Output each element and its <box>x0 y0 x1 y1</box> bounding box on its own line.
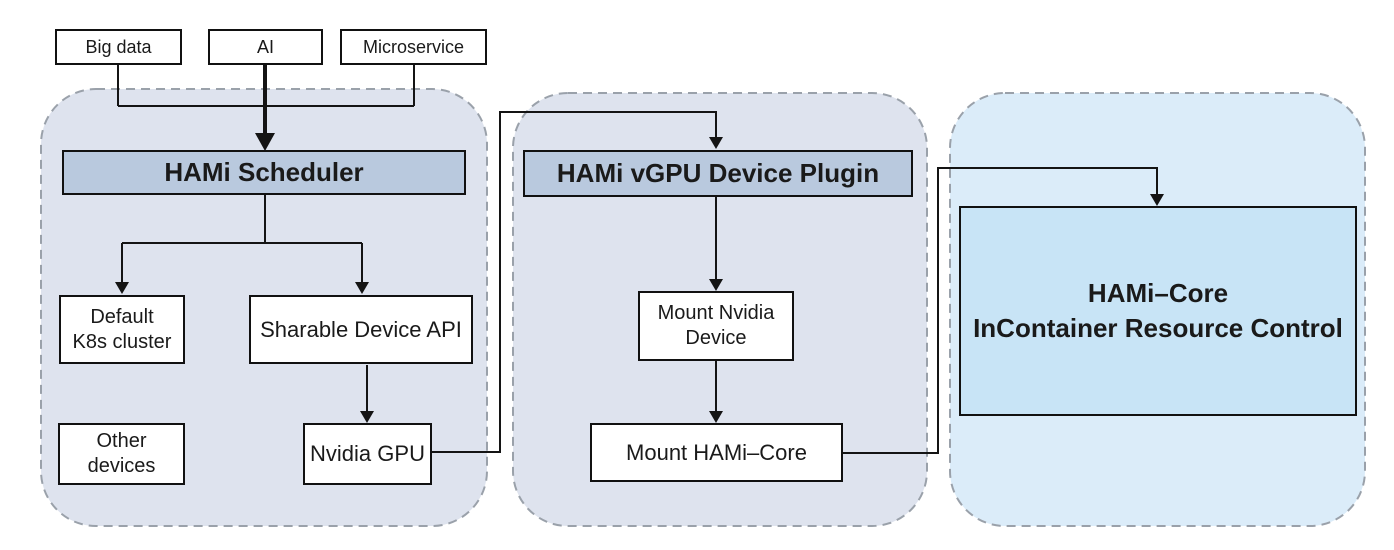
node-mount-nvidia-device: Mount Nvidia Device <box>638 291 794 361</box>
node-sharable-device-api: Sharable Device API <box>249 295 473 364</box>
node-microservice: Microservice <box>340 29 487 65</box>
edge-sharable-to-nvidia-gpu <box>360 365 374 423</box>
node-ai: AI <box>208 29 323 65</box>
edge-plugin-to-mount-nvidia <box>709 197 723 291</box>
node-hami-vgpu-device-plugin: HAMi vGPU Device Plugin <box>523 150 913 197</box>
edge-scheduler-branch <box>115 195 369 294</box>
node-nvidia-gpu: Nvidia GPU <box>303 423 432 485</box>
edge-ai-to-scheduler <box>255 65 275 151</box>
node-hami-core-incontainer-resource-control: HAMi–Core InContainer Resource Control <box>959 206 1357 416</box>
node-big-data: Big data <box>55 29 182 65</box>
edge-nvidia-gpu-to-plugin <box>432 111 723 453</box>
node-mount-hami-core: Mount HAMi–Core <box>590 423 843 482</box>
node-hami-scheduler: HAMi Scheduler <box>62 150 466 195</box>
edge-mount-hami-core-to-hami-core <box>843 167 1164 454</box>
node-default-k8s-cluster: Default K8s cluster <box>59 295 185 364</box>
edge-mount-nvidia-to-mount-hami-core <box>709 361 723 423</box>
node-other-devices: Other devices <box>58 423 185 485</box>
